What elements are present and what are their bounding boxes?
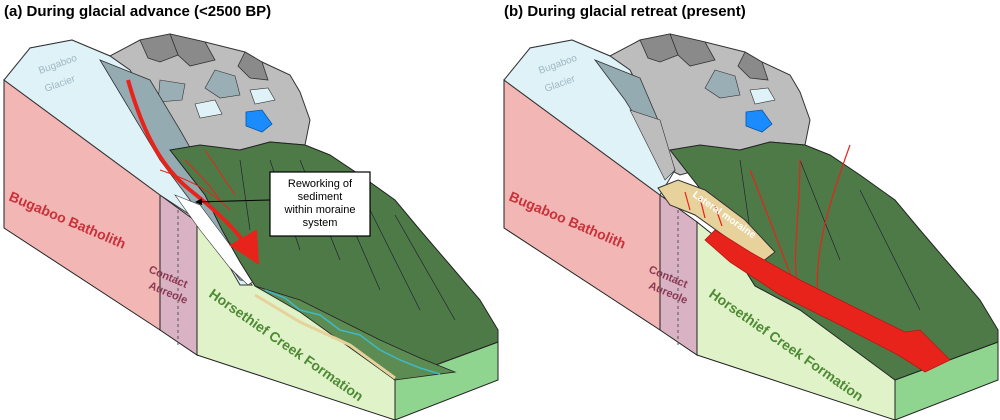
rock-shadow-3: [737, 51, 769, 81]
rock-shadow-2: [139, 33, 179, 63]
panel-a-title: (a) During glacial advance (<2500 BP): [4, 3, 271, 20]
snow-patch-1: [749, 87, 776, 105]
snow-patch-1: [249, 87, 276, 105]
rock-shadow-2: [639, 33, 679, 63]
callout-line1: Reworking of: [288, 178, 353, 190]
callout-pointer: [195, 198, 271, 206]
panel-a: (a) During glacial advance (<2500 BP) Bu…: [3, 3, 499, 420]
snow-patch-2: [194, 99, 223, 119]
ice-flow-arrow: [126, 79, 260, 265]
exposed-valley-rock: [629, 109, 676, 181]
lake: [745, 109, 773, 133]
yellow-sediment-edge: [254, 293, 396, 380]
rock-shadow-3: [237, 51, 269, 81]
ice-patch-2: [157, 79, 186, 103]
callout-line4: system: [303, 217, 338, 229]
callout-line3: within moraine: [284, 204, 356, 216]
callout-box: [269, 171, 371, 237]
moraine-gullies: [684, 191, 723, 227]
forest-gullies: [739, 159, 921, 311]
river-stream: [264, 289, 441, 375]
meltwater-channels: [159, 149, 236, 211]
ice-patch-1: [204, 69, 241, 99]
callout-line2: sediment: [298, 191, 343, 203]
lake: [245, 109, 273, 133]
ice-patch-1: [704, 69, 741, 99]
forest-slope: [169, 141, 499, 381]
panel-b: (b) During glacial retreat (present) Bug…: [503, 3, 999, 420]
sediment-flux-arrow: [704, 229, 951, 373]
panel-b-title: (b) During glacial retreat (present): [504, 3, 746, 20]
